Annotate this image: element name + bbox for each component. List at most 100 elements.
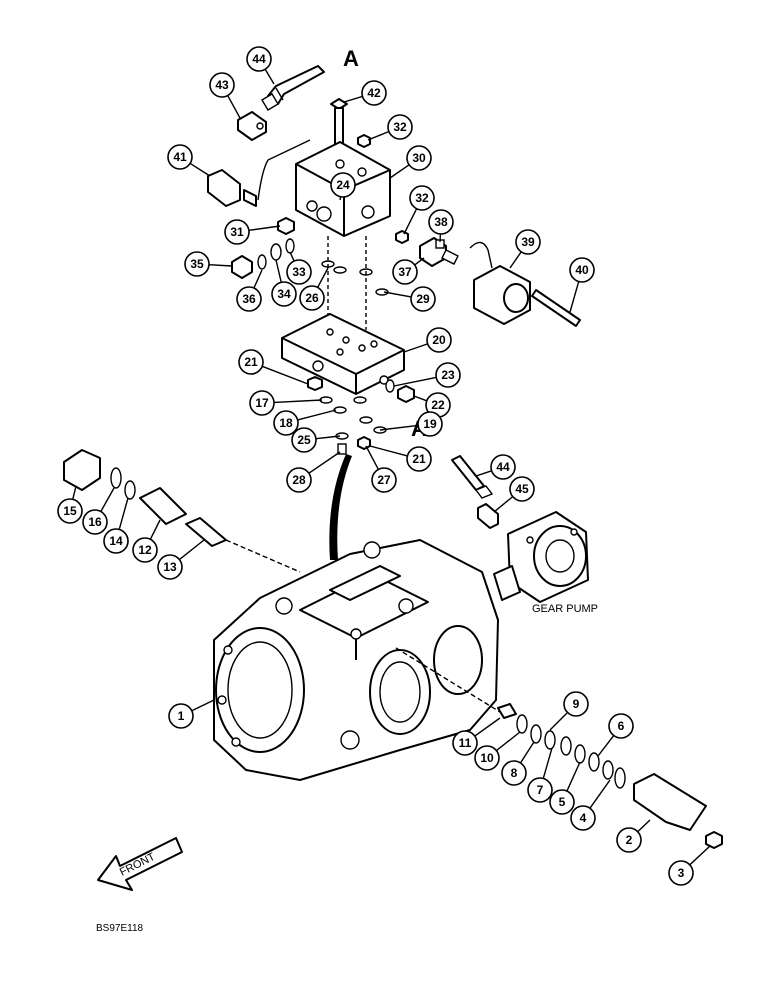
callout-circle <box>428 209 454 235</box>
part-42-bolt <box>330 98 348 145</box>
callout-circle <box>608 713 634 739</box>
callout-number: 39 <box>521 235 535 249</box>
callout-leader <box>248 225 281 232</box>
part-44-upper-fitting <box>261 65 325 111</box>
callout-number: 6 <box>618 719 625 733</box>
callout-leader <box>273 399 323 404</box>
callout-number: 45 <box>515 482 529 496</box>
callout-number: 2 <box>626 833 633 847</box>
callout-c14: 14 <box>103 497 129 554</box>
callout-number: 19 <box>423 417 437 431</box>
callout-leader <box>566 761 581 792</box>
callout-number: 26 <box>305 291 319 305</box>
callout-c13: 13 <box>157 539 205 580</box>
callout-number: 14 <box>109 534 123 548</box>
callout-c23: 23 <box>393 362 461 388</box>
callout-c30: 30 <box>389 145 432 179</box>
callout-c31: 31 <box>224 219 281 245</box>
callout-number: 38 <box>434 215 448 229</box>
callout-leader <box>493 496 514 513</box>
callout-leader <box>261 365 309 385</box>
callout-number: 28 <box>292 473 306 487</box>
part-20-subplate <box>281 313 405 395</box>
callout-circle <box>168 703 194 729</box>
callout-circle <box>549 789 575 815</box>
callout-c35: 35 <box>184 251 233 277</box>
callout-number: 32 <box>393 120 407 134</box>
callout-circle <box>361 80 387 106</box>
part-40-rod <box>531 289 581 327</box>
callout-leader <box>297 409 337 421</box>
callout-circle <box>371 467 397 493</box>
callout-number: 35 <box>190 257 204 271</box>
callout-circle <box>209 72 235 98</box>
callout-number: 21 <box>412 452 426 466</box>
callout-c42: 42 <box>343 80 387 106</box>
callout-leader <box>100 487 115 512</box>
callout-circle <box>157 554 183 580</box>
callout-c3: 3 <box>668 845 711 886</box>
callout-number: 8 <box>511 766 518 780</box>
callout-leader <box>509 251 522 269</box>
callout-circle <box>273 410 299 436</box>
callout-number: 23 <box>441 368 455 382</box>
callout-c19: 19 <box>379 411 443 437</box>
callout-c24: 24 <box>330 172 356 201</box>
callout-number: 1 <box>178 709 185 723</box>
callout-number: 9 <box>573 697 580 711</box>
callout-leader <box>549 711 569 731</box>
callout-number: 4 <box>580 811 587 825</box>
callout-number: 42 <box>367 86 381 100</box>
callout-c9: 9 <box>549 691 589 731</box>
callout-c44a: 44 <box>246 46 275 85</box>
callout-c1: 1 <box>168 699 215 729</box>
callout-circle <box>527 777 553 803</box>
callout-c40: 40 <box>569 257 595 313</box>
part-1-pump-housing <box>213 539 499 781</box>
callout-c2: 2 <box>616 819 651 853</box>
callout-number: 34 <box>277 287 291 301</box>
part-44-lower-fitting <box>451 455 494 499</box>
callout-circle <box>501 760 527 786</box>
gear-pump <box>493 511 589 603</box>
orings-17-18-19-25 <box>319 396 387 455</box>
callout-c15: 15 <box>57 485 83 524</box>
callout-circle <box>224 219 250 245</box>
callout-c20: 20 <box>403 327 452 353</box>
callout-leader <box>191 699 215 712</box>
callout-circle <box>406 446 432 472</box>
callout-c12: 12 <box>132 519 161 563</box>
callout-leader <box>689 845 711 866</box>
part-21-plug-upper <box>307 376 323 391</box>
callout-c27: 27 <box>365 445 397 493</box>
callout-c38: 38 <box>428 209 454 243</box>
callout-leader <box>589 779 611 809</box>
callout-leader <box>264 68 275 85</box>
callout-circle <box>563 691 589 717</box>
callout-number: 30 <box>412 151 426 165</box>
part-39-solenoid <box>469 241 531 325</box>
callout-leader <box>542 747 553 779</box>
callout-circle <box>167 144 193 170</box>
callout-number: 13 <box>163 560 177 574</box>
callout-c45: 45 <box>493 476 535 513</box>
callout-c7: 7 <box>527 747 553 803</box>
callout-circle <box>452 730 478 756</box>
callout-circle <box>569 257 595 283</box>
callout-c8: 8 <box>501 741 535 786</box>
callout-leader <box>403 343 428 353</box>
callout-number: 16 <box>88 515 102 529</box>
callout-number: 43 <box>215 78 229 92</box>
part-45-elbow <box>477 503 499 529</box>
callout-leader <box>403 208 418 235</box>
callout-leader <box>389 164 410 179</box>
callout-leader <box>275 259 282 283</box>
callout-number: 22 <box>431 398 445 412</box>
callout-number: 21 <box>244 355 258 369</box>
part-22-23 <box>385 379 415 403</box>
callout-circle <box>616 827 642 853</box>
callout-leader <box>253 269 263 289</box>
callout-leader <box>495 731 521 752</box>
